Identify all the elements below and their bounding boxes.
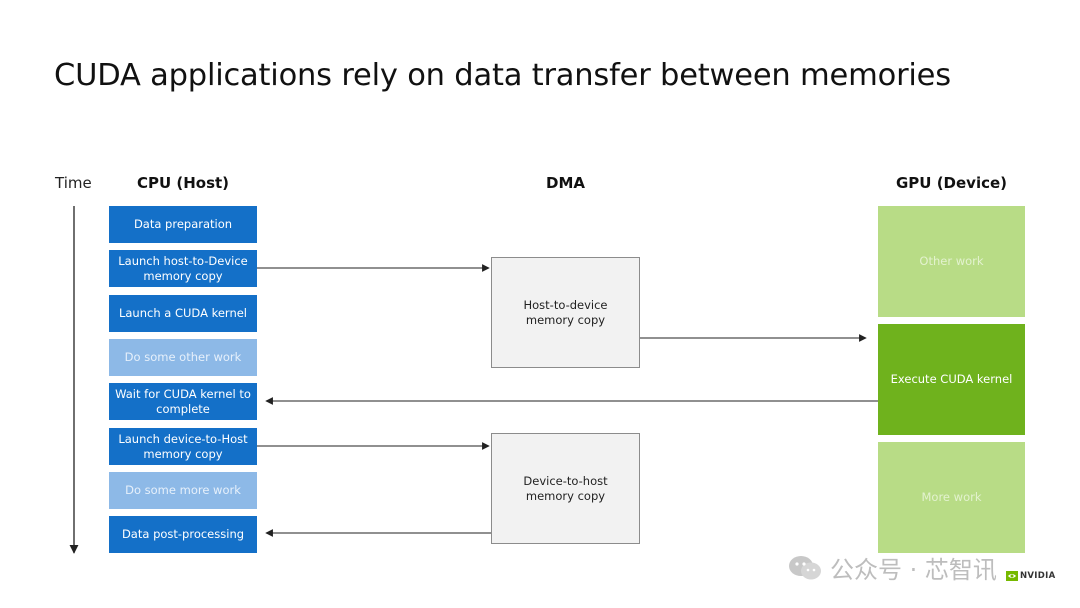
nvidia-logo: NVIDIA [1006, 571, 1055, 581]
cpu-column-header: CPU (Host) [136, 174, 230, 192]
cpu-step-post-processing: Data post-processing [109, 516, 257, 553]
watermark: 公众号 · 芯智讯 [788, 550, 997, 585]
gpu-step-more-work: More work [878, 442, 1025, 553]
page-title: CUDA applications rely on data transfer … [54, 58, 951, 93]
chat-bubble-icon [789, 555, 821, 579]
dma-step-h2d-copy: Host-to-device memory copy [491, 257, 640, 368]
cpu-step-wait-kernel: Wait for CUDA kernel to complete [109, 383, 257, 420]
watermark-text: 公众号 · 芯智讯 [830, 556, 997, 584]
cpu-step-launch-kernel: Launch a CUDA kernel [109, 295, 257, 332]
gpu-step-execute-kernel: Execute CUDA kernel [878, 324, 1025, 435]
gpu-column-header: GPU (Device) [895, 174, 1008, 192]
nvidia-eye-icon [1006, 571, 1018, 581]
dma-step-d2h-copy: Device-to-host memory copy [491, 433, 640, 544]
cpu-step-other-work: Do some other work [109, 339, 257, 376]
cpu-step-launch-d2h-copy: Launch device-to-Host memory copy [109, 428, 257, 465]
brand-text: NVIDIA [1020, 571, 1056, 581]
cpu-step-launch-h2d-copy: Launch host-to-Device memory copy [109, 250, 257, 287]
cpu-step-more-work: Do some more work [109, 472, 257, 509]
dma-column-header: DMA [546, 174, 585, 192]
cpu-step-data-preparation: Data preparation [109, 206, 257, 243]
time-axis-label: Time [55, 174, 92, 192]
gpu-step-other-work: Other work [878, 206, 1025, 317]
